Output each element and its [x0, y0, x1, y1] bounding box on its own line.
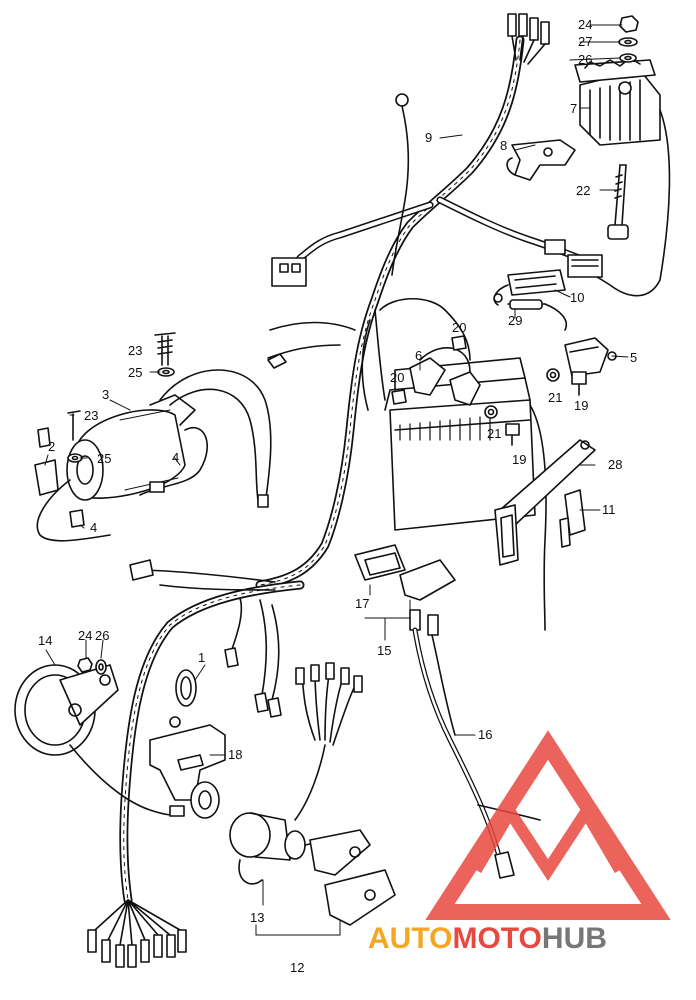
watermark-logo: AUTOMOTOHUB	[368, 730, 671, 955]
fuse-holder	[493, 269, 566, 306]
callout-20a: 20	[452, 320, 466, 335]
callout-24b: 24	[78, 628, 92, 643]
callout-13: 13	[250, 910, 264, 925]
svg-text:AUTOMOTOHUB: AUTOMOTOHUB	[368, 922, 607, 955]
regulator-connector	[544, 239, 603, 278]
callout-21a: 21	[548, 390, 562, 405]
callout-15: 15	[377, 643, 391, 658]
callout-26b: 26	[95, 628, 109, 643]
callout-6: 6	[415, 348, 422, 363]
callout-18: 18	[228, 747, 242, 762]
washer-bolt-middle	[484, 405, 520, 446]
coil-leads	[36, 369, 272, 542]
callout-11: 11	[602, 502, 616, 517]
battery-strap	[494, 439, 596, 566]
switch-connector-b	[399, 559, 456, 636]
callout-12: 12	[290, 960, 304, 975]
callout-23b: 23	[84, 408, 98, 423]
callout-27: 27	[578, 34, 592, 49]
cable-clip	[559, 489, 586, 548]
washer-bolt-right	[546, 368, 587, 396]
callout-20b: 20	[390, 370, 404, 385]
callout-24a: 24	[578, 17, 592, 32]
watermark-triangle-mark	[425, 730, 671, 920]
callout-2: 2	[48, 439, 55, 454]
coil-bolt-upper	[154, 332, 176, 377]
grommet	[175, 669, 197, 707]
plug-cap	[34, 427, 59, 496]
callout-28: 28	[608, 457, 622, 472]
watermark-text-hub: HUB	[542, 922, 607, 955]
coil-spacer-lower	[69, 509, 85, 528]
bolt-20-top	[451, 335, 467, 351]
callout-3: 3	[102, 387, 109, 402]
watermark-text-moto: MOTO	[452, 922, 541, 955]
callout-19a: 19	[574, 398, 588, 413]
harness-lower-branches	[129, 321, 356, 718]
callout-26a: 26	[578, 52, 592, 67]
fuse	[507, 299, 567, 331]
long-bolt	[607, 164, 629, 240]
coil-bolt-lower	[67, 410, 83, 463]
battery	[384, 347, 536, 531]
callout-4a: 4	[172, 450, 179, 465]
nut-washer-lower	[77, 657, 107, 675]
coil-spacer-right	[149, 481, 165, 493]
callout-7: 7	[570, 101, 577, 116]
callout-14: 14	[38, 633, 52, 648]
ignition-switch	[229, 812, 321, 885]
ignition-switch-wires	[294, 662, 363, 821]
callout-9: 9	[425, 130, 432, 145]
callout-22: 22	[576, 183, 590, 198]
harness-bottom-connectors	[87, 899, 187, 968]
starter-relay	[564, 337, 617, 377]
callout-16: 16	[478, 727, 492, 742]
ground-ring-wire	[391, 93, 410, 276]
regulator-bracket	[506, 139, 576, 181]
switch-cover	[309, 829, 396, 926]
leader-lines	[44, 24, 629, 936]
battery-cables	[361, 298, 547, 631]
callout-1: 1	[198, 650, 205, 665]
callout-labels: 1 2 3 4 4 5 6 7 8 9 10 11 12 13 14 15 16…	[38, 17, 637, 975]
line-art	[14, 13, 671, 968]
callout-29: 29	[508, 313, 522, 328]
callout-25b: 25	[97, 451, 111, 466]
callout-5: 5	[630, 350, 637, 365]
harness-top-connectors	[507, 13, 550, 65]
callout-25a: 25	[128, 365, 142, 380]
unit-bracket	[149, 716, 226, 819]
callout-4b: 4	[90, 520, 97, 535]
left-harness-connector	[271, 257, 307, 287]
callout-8: 8	[500, 138, 507, 153]
callout-17: 17	[355, 596, 369, 611]
callout-23a: 23	[128, 343, 142, 358]
callout-10: 10	[570, 290, 584, 305]
nut-washer-stack-top	[618, 15, 639, 63]
indicator-unit	[14, 664, 185, 817]
callout-21b: 21	[487, 426, 501, 441]
switch-connector-a	[354, 544, 406, 581]
callout-19b: 19	[512, 452, 526, 467]
watermark-text-auto: AUTO	[368, 922, 452, 955]
bolt-20-left	[391, 389, 407, 405]
